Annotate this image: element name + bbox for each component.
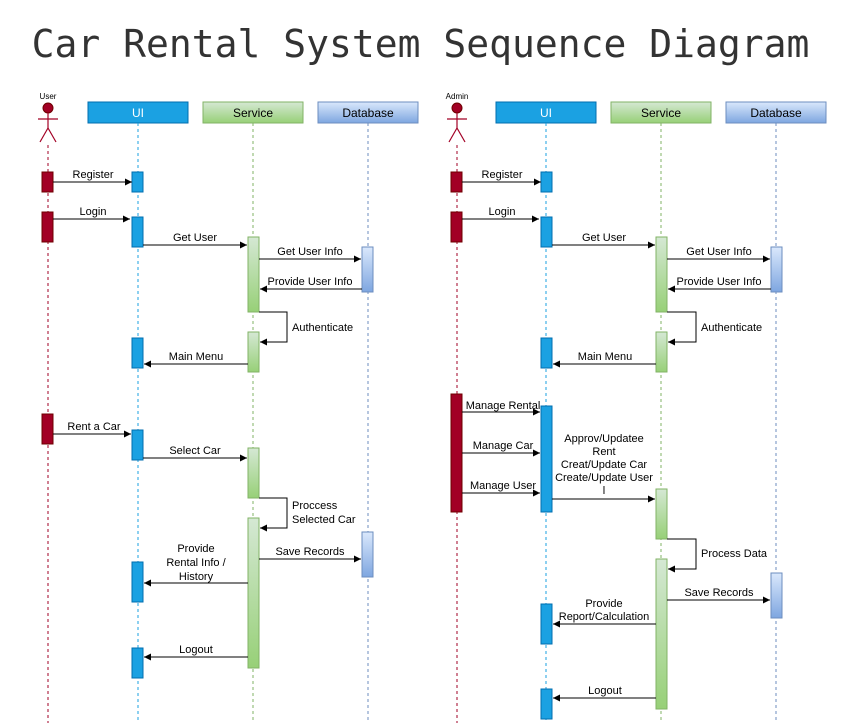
- user-ui-label: UI: [132, 106, 144, 120]
- admin-save-records-label: Save Records: [684, 587, 754, 599]
- select-car-label: Select Car: [169, 445, 221, 457]
- manage-car-label: Manage Car: [473, 440, 534, 452]
- admin-authenticate-arrow: [667, 311, 697, 346]
- user-service-activation: [247, 236, 260, 313]
- admin-service-activation: [655, 488, 668, 540]
- approve-label-4: Create/Update User: [555, 472, 653, 484]
- get-user-label: Get User: [173, 232, 217, 244]
- admin-database-label: Database: [750, 106, 802, 120]
- admin-ui-activation: [540, 405, 553, 513]
- admin-activation: [450, 393, 463, 513]
- admin-database-activation: [770, 572, 783, 619]
- provide-label-1: Provide: [177, 543, 214, 555]
- user-database-activation: [361, 531, 374, 578]
- logout-label: Logout: [179, 644, 213, 656]
- report-label-2: Report/Calculation: [559, 611, 650, 623]
- admin-service-activation: [655, 558, 668, 710]
- admin-login-label: Login: [489, 206, 516, 218]
- approve-label-3: Creat/Update Car: [561, 459, 648, 471]
- login-label: Login: [80, 206, 107, 218]
- user-ui-activation: [131, 429, 144, 461]
- admin-ui-activation: [540, 603, 553, 645]
- save-records-label: Save Records: [275, 546, 345, 558]
- admin-logout-label: Logout: [588, 685, 622, 697]
- admin-ui-activation: [540, 688, 553, 720]
- admin-register-label: Register: [482, 169, 523, 181]
- user-ui-activation: [131, 216, 144, 248]
- user-service-activation: [247, 447, 260, 499]
- admin-actor-label: Admin: [446, 92, 469, 101]
- process-arrow: [259, 497, 288, 532]
- user-ui-activation: [131, 647, 144, 679]
- user-ui-activation: [131, 337, 144, 369]
- admin-service-activation: [655, 331, 668, 373]
- admin-ui-activation: [540, 171, 553, 193]
- process-data-arrow: [667, 538, 697, 573]
- admin-activation: [450, 211, 463, 243]
- manage-rental-label: Manage Rental: [466, 400, 541, 412]
- admin-main-menu-label: Main Menu: [578, 351, 632, 363]
- user-service-activation: [247, 331, 260, 373]
- admin-database-activation: [770, 246, 783, 293]
- diagram-title: Car Rental System Sequence Diagram: [31, 22, 810, 66]
- process-label-1: Proccess: [292, 500, 338, 512]
- user-sequence: User UI Service Database: [38, 92, 419, 723]
- authenticate-label: Authenticate: [292, 322, 353, 334]
- admin-sequence: Admin UI Service Database: [446, 92, 827, 723]
- user-ui-activation: [131, 171, 144, 193]
- user-activation: [41, 413, 54, 445]
- user-activation: [41, 171, 54, 193]
- admin-ui-label: UI: [540, 106, 552, 120]
- provide-user-info-label: Provide User Info: [268, 276, 353, 288]
- main-menu-label: Main Menu: [169, 351, 223, 363]
- process-label-2: Selected Car: [292, 514, 356, 526]
- admin-service-activation: [655, 236, 668, 313]
- approve-label-2: Rent: [592, 446, 615, 458]
- admin-ui-activation: [540, 216, 553, 248]
- admin-activation: [450, 171, 463, 193]
- admin-get-user-label: Get User: [582, 232, 626, 244]
- authenticate-arrow: [259, 311, 288, 346]
- rent-a-car-label: Rent a Car: [67, 421, 121, 433]
- admin-get-user-info-label: Get User Info: [686, 246, 751, 258]
- process-data-label: Process Data: [701, 548, 768, 560]
- register-label: Register: [73, 169, 114, 181]
- get-user-info-label: Get User Info: [277, 246, 342, 258]
- user-service-activation: [247, 517, 260, 669]
- admin-service-label: Service: [641, 106, 681, 120]
- admin-ui-activation: [540, 337, 553, 369]
- provide-label-3: History: [179, 571, 214, 583]
- user-service-label: Service: [233, 106, 273, 120]
- admin-provide-user-info-label: Provide User Info: [677, 276, 762, 288]
- user-ui-activation: [131, 561, 144, 603]
- manage-user-label: Manage User: [470, 480, 536, 492]
- approve-label-1: Approv/Updatee: [564, 433, 644, 445]
- admin-actor-head: [451, 102, 463, 114]
- approve-label-5: l: [603, 485, 605, 497]
- report-label-1: Provide: [585, 598, 622, 610]
- user-actor-head: [42, 102, 54, 114]
- provide-label-2: Rental Info /: [166, 557, 226, 569]
- admin-actor: Admin: [446, 92, 469, 143]
- user-actor: User: [38, 92, 58, 143]
- user-actor-label: User: [40, 92, 57, 101]
- user-activation: [41, 211, 54, 243]
- user-database-activation: [361, 246, 374, 293]
- admin-authenticate-label: Authenticate: [701, 322, 762, 334]
- user-database-label: Database: [342, 106, 394, 120]
